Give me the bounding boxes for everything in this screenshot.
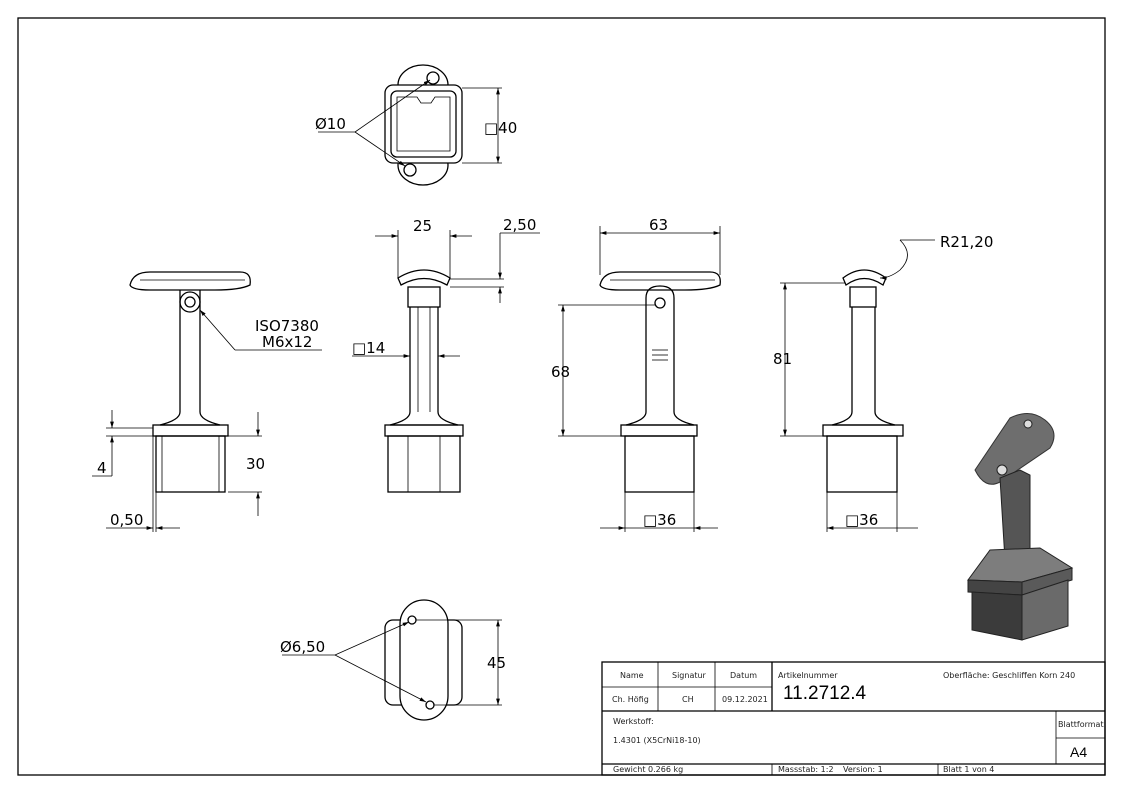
top-view: Ø10 □40	[315, 64, 517, 186]
width-63-label: 63	[649, 216, 668, 234]
radius-label: R21,20	[940, 233, 993, 251]
pipe-14-label: □14	[352, 339, 385, 357]
thickness-4-label: 4	[97, 459, 107, 477]
width-25-label: 25	[413, 217, 432, 235]
base-36-label-b: □36	[845, 511, 878, 529]
height-30-label: 30	[246, 455, 265, 473]
signatur-value: CH	[682, 695, 694, 704]
screw-spec-line1: ISO7380	[255, 317, 319, 335]
datum-header: Datum	[730, 671, 757, 680]
werkstoff-value: 1.4301 (X5CrNi18-10)	[613, 736, 701, 745]
bottom-hole-diameter-label: Ø6,50	[280, 638, 325, 656]
blattformat-label: Blattformat	[1058, 720, 1104, 729]
bottom-view: Ø6,50 45	[280, 599, 506, 721]
side-view-second: 25 2,50 □14	[352, 216, 540, 493]
bottom-45-label: 45	[487, 654, 506, 672]
artikel-label: Artikelnummer	[778, 671, 838, 680]
weight: Gewicht 0.266 kg	[613, 765, 683, 774]
datum-value: 09.12.2021	[722, 695, 768, 704]
signatur-header: Signatur	[672, 671, 707, 680]
artikel-number: 11.2712.4	[783, 683, 867, 704]
height-68-label: 68	[551, 363, 570, 381]
offset-050-label: 0,50	[110, 511, 143, 529]
offset-250-label: 2,50	[503, 216, 536, 234]
top-square-label: □40	[484, 119, 517, 137]
isometric-render	[967, 413, 1074, 641]
title-block: Name Signatur Datum Ch. Höfig CH 09.12.2…	[601, 661, 1106, 776]
scale: Massstab: 1:2	[778, 765, 834, 774]
side-view-third: 63 68 □36	[551, 216, 721, 532]
name-value: Ch. Höfig	[612, 695, 649, 704]
werkstoff-label: Werkstoff:	[613, 717, 654, 726]
side-view-fourth: R21,20 81 □36	[773, 233, 993, 532]
base-36-label-a: □36	[643, 511, 676, 529]
height-81-label: 81	[773, 350, 792, 368]
blattformat-value: A4	[1070, 744, 1087, 760]
screw-spec-line2: M6x12	[262, 333, 312, 351]
version: Version: 1	[843, 765, 883, 774]
side-view-left: ISO7380 M6x12 4 30 0,50	[92, 271, 322, 532]
surface-finish: Oberfläche: Geschliffen Korn 240	[943, 671, 1075, 680]
top-hole-diameter-label: Ø10	[315, 115, 346, 133]
sheet-number: Blatt 1 von 4	[943, 765, 994, 774]
drawing-frame	[17, 17, 1106, 776]
name-header: Name	[620, 671, 644, 680]
